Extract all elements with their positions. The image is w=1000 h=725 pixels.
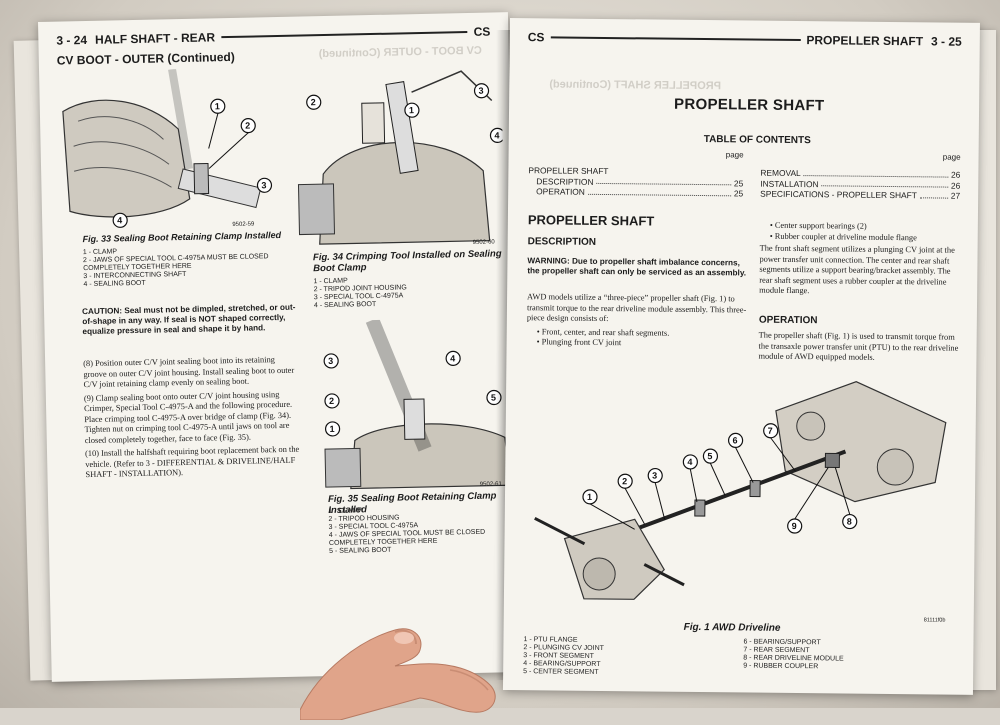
left-page-header-title: HALF SHAFT - REAR (94, 30, 216, 47)
toc-entry-page: 26 (951, 169, 961, 180)
fig1-legend-item: 5 - CENTER SEGMENT (523, 668, 599, 676)
right-page: CS PROPELLER SHAFT 3 - 25 PROPELLER SHAF… (502, 18, 980, 695)
svg-text:2: 2 (622, 476, 627, 486)
svg-text:4: 4 (117, 215, 122, 225)
fig33-caption: Fig. 33 Sealing Boot Retaining Clamp Ins… (82, 229, 282, 245)
description-right: • Center support bearings (2) • Rubber c… (759, 221, 960, 302)
svg-text:5: 5 (491, 392, 496, 402)
toc-entry-label: DESCRIPTION (536, 175, 594, 187)
fig34-illustration: 2 1 3 4 (290, 60, 505, 251)
toc-title: TABLE OF CONTENTS (703, 134, 811, 147)
toc-right: page REMOVAL 26 INSTALLATION 26 SPECIFIC… (760, 151, 960, 202)
fig34-legend: 1 - CLAMP 2 - TRIPOD JOINT HOUSING 3 - S… (313, 276, 407, 310)
warning-text: WARNING: Due to propeller shaft imbalanc… (527, 256, 747, 278)
svg-text:9: 9 (792, 521, 797, 531)
fig34-code: 9502-60 (472, 239, 495, 246)
toc-page-label: page (942, 152, 961, 162)
fig1-code: 81111f0b (923, 617, 946, 624)
toc-leader (596, 176, 732, 186)
toc-entry[interactable]: OPERATION 25 (528, 186, 743, 199)
bleed-through-text: CV BOOT - OUTER (Continued) (318, 44, 482, 61)
svg-text:2: 2 (245, 121, 250, 131)
bleed-through-text: PROPELLER SHAFT (Continued) (549, 78, 722, 93)
fig1-caption: Fig. 1 AWD Driveline (683, 621, 781, 634)
fig34-legend-item: 4 - SEALING BOOT (313, 300, 377, 310)
description-paragraph: The front shaft segment utilizes a plung… (759, 243, 955, 296)
procedure-step: (8) Position outer C/V joint sealing boo… (83, 355, 295, 390)
svg-text:4: 4 (494, 130, 499, 140)
procedure-step: (10) Install the halfshaft requiring boo… (84, 444, 300, 480)
svg-text:2: 2 (329, 396, 334, 406)
svg-text:1: 1 (409, 105, 414, 115)
svg-text:3: 3 (478, 86, 483, 96)
section-title: CV BOOT - OUTER (Continued) (56, 49, 235, 68)
fig1-legend-left: 1 - PTU FLANGE 2 - PLUNGING CV JOINT 3 -… (523, 636, 604, 677)
svg-text:3: 3 (261, 180, 266, 190)
bullet-text: Rubber coupler at driveline module flang… (774, 231, 917, 242)
description-heading: DESCRIPTION (527, 236, 597, 248)
right-page-header: CS PROPELLER SHAFT 3 - 25 (528, 28, 962, 51)
toc-leader (919, 190, 948, 199)
operation-paragraph: The propeller shaft (Fig. 1) is used to … (758, 330, 959, 362)
procedure-steps: (8) Position outer C/V joint sealing boo… (83, 355, 301, 484)
toc-entry-page: 25 (733, 188, 744, 199)
svg-text:1: 1 (587, 492, 592, 502)
left-page: 3 - 24 HALF SHAFT - REAR CS CV BOOT - OU… (38, 12, 522, 682)
svg-text:1: 1 (329, 424, 334, 434)
toc-page-label: page (725, 150, 744, 160)
toc-entry-label: REMOVAL (760, 167, 801, 179)
svg-text:4: 4 (687, 457, 692, 467)
fig1-illustration: 1 2 3 4 5 6 7 8 9 (523, 368, 957, 623)
right-page-number: 3 - 25 (931, 34, 962, 49)
svg-text:8: 8 (847, 517, 852, 527)
toc-entry-page: 27 (950, 190, 961, 201)
svg-text:2: 2 (311, 97, 316, 107)
header-rule (550, 36, 801, 42)
toc-leader (803, 168, 949, 178)
chapter-title: PROPELLER SHAFT (674, 95, 825, 115)
svg-text:3: 3 (652, 471, 657, 481)
fig33-illustration: 1 2 3 4 (57, 67, 281, 230)
fig35-legend: 1 - CLAMP 2 - TRIPOD HOUSING 3 - SPECIAL… (328, 505, 485, 556)
svg-text:7: 7 (768, 426, 773, 436)
hand-photo (299, 600, 520, 721)
right-page-header-title: PROPELLER SHAFT (806, 33, 924, 49)
left-page-number: 3 - 24 (56, 32, 88, 48)
fig33-code: 9502-59 (232, 221, 255, 228)
fig1-legend-right: 6 - BEARING/SUPPORT 7 - REAR SEGMENT 8 -… (743, 638, 844, 671)
fig34-caption: Fig. 34 Crimping Tool Installed on Seali… (312, 248, 502, 275)
fig35-illustration: 3 2 1 4 5 (312, 317, 516, 492)
fig33-legend: 1 - CLAMP 2 - JAWS OF SPECIAL TOOL C-497… (83, 245, 269, 289)
toc-leader (821, 178, 948, 188)
procedure-step: (9) Clamp sealing boot onto outer C/V jo… (83, 389, 293, 445)
caution-text: CAUTION: Seal must not be dimpled, stret… (81, 302, 296, 337)
section-heading: PROPELLER SHAFT (527, 212, 655, 229)
header-rule (221, 31, 468, 39)
bullet-item: • Rubber coupler at driveline module fla… (760, 231, 960, 244)
bullet-item: • Plunging front CV joint (527, 337, 747, 350)
toc-entry-label: INSTALLATION (760, 178, 819, 189)
bullet-text: Plunging front CV joint (541, 337, 622, 348)
toc-entry-label: SPECIFICATIONS - PROPELLER SHAFT (760, 188, 917, 201)
fig1-legend-item: 9 - RUBBER COUPLER (743, 662, 819, 671)
bullet-text: Center support bearings (2) (774, 220, 867, 231)
awd-paragraph: AWD models utilize a “three-piece” prope… (526, 292, 747, 324)
toc-leader (587, 186, 731, 196)
svg-text:4: 4 (450, 353, 455, 363)
bullet-text: Front, center, and rear shaft segments. (541, 326, 670, 338)
svg-text:6: 6 (733, 435, 738, 445)
svg-text:3: 3 (328, 356, 333, 366)
operation-heading: OPERATION (758, 314, 818, 327)
svg-text:5: 5 (707, 451, 712, 461)
toc-entry-page: 26 (950, 180, 961, 191)
left-page-header-code: CS (473, 24, 491, 39)
fig1-callouts: 1 2 3 4 5 6 7 8 9 (582, 423, 858, 534)
right-page-header-code: CS (527, 30, 545, 45)
toc-entry[interactable]: SPECIFICATIONS - PROPELLER SHAFT 27 (760, 189, 960, 202)
toc-left: page PROPELLER SHAFT DESCRIPTION 25 OPER… (528, 148, 743, 199)
toc-entry-label: OPERATION (536, 186, 585, 197)
awd-description: AWD models utilize a “three-piece” prope… (527, 292, 748, 350)
svg-text:1: 1 (215, 101, 220, 111)
toc-entry-page: 25 (733, 177, 744, 188)
